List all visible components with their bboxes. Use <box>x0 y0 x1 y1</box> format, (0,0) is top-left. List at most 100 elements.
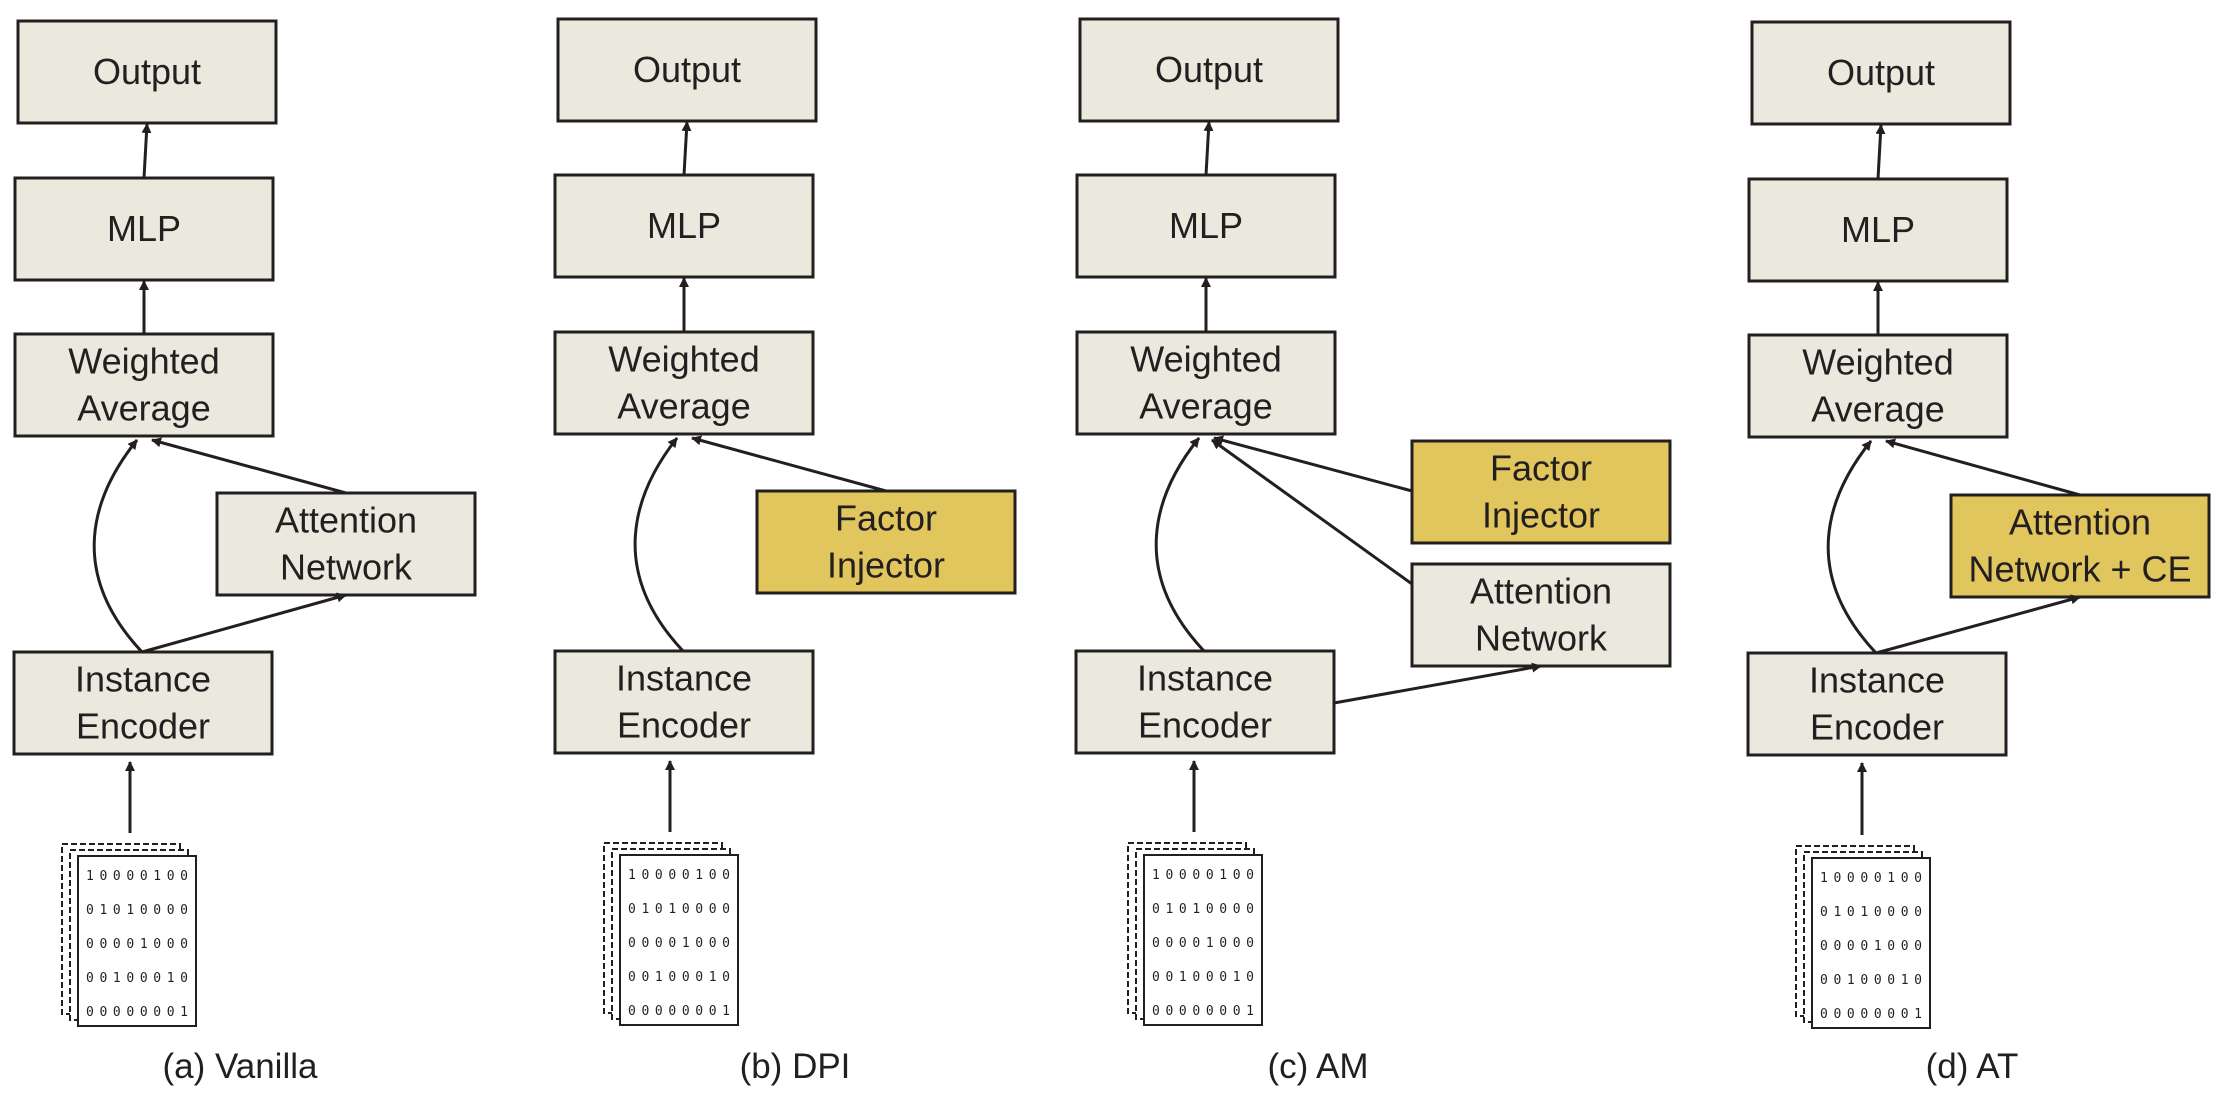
attention-network-label: Network <box>1475 618 1608 659</box>
factor-injector-rect <box>1410 439 1672 545</box>
arrow-encoder-to-weighted-average <box>1154 437 1206 653</box>
weighted-average-rect <box>1747 333 2009 439</box>
attention-network-ce-label: Network + CE <box>1968 549 2191 590</box>
output-rect <box>16 19 278 125</box>
arrow-encoder-to-attention-network <box>141 592 347 654</box>
instance-encoder-label: Encoder <box>76 706 210 747</box>
arrow-factor-injector-to-weighted-average <box>1213 435 1413 493</box>
mlp-rect <box>553 173 815 279</box>
output-rect <box>1750 20 2012 126</box>
output-box: Output <box>16 19 278 125</box>
mlp-box: MLP <box>1075 173 1337 279</box>
arrow-attention-network-to-weighted-average <box>151 437 347 495</box>
panel-caption: (c) AM <box>1267 1047 1368 1086</box>
arrow-mlp-to-output <box>1203 121 1214 176</box>
arrow-attention-network-to-weighted-average <box>1211 438 1413 586</box>
arrow-encoder-to-attention-network <box>1333 662 1542 705</box>
output-label: Output <box>93 51 201 92</box>
weighted-average-rect <box>553 330 815 436</box>
doc-sheet-front <box>619 854 739 1026</box>
weighted-average-label: Average <box>617 386 750 427</box>
output-label: Output <box>1155 49 1263 90</box>
arrow-mlp-to-output <box>681 121 692 176</box>
attention-network-rect <box>215 491 477 597</box>
instance-encoder-label: Instance <box>1809 660 1945 701</box>
arrow-encoder-to-attention-network-ce <box>1875 594 2081 655</box>
weighted-average-label: Weighted <box>608 339 759 380</box>
weighted-average-label: Average <box>1139 386 1272 427</box>
output-rect <box>1078 17 1340 123</box>
arrow-encoder-to-weighted-average <box>633 437 685 653</box>
instance-encoder-rect <box>1074 649 1336 755</box>
arrow-mlp-to-output <box>141 123 152 179</box>
weighted-average-label: Weighted <box>1130 339 1281 380</box>
instance-encoder-label: Instance <box>75 659 211 700</box>
arrow-mlp-to-output <box>1875 124 1886 180</box>
weighted-average-label: Average <box>77 388 210 429</box>
doc-sheet-front <box>1811 857 1931 1029</box>
output-rect <box>556 17 818 123</box>
arrow-attention-network-ce-to-weighted-average <box>1885 438 2081 497</box>
instance-encoder-label: Encoder <box>617 705 751 746</box>
mlp-box: MLP <box>553 173 815 279</box>
arrow-encoder-to-weighted-average <box>1826 440 1878 655</box>
panel-caption: (d) AT <box>1926 1047 2019 1086</box>
factor-injector-label: Factor <box>835 498 937 539</box>
output-label: Output <box>1827 52 1935 93</box>
mlp-label: MLP <box>107 208 181 249</box>
instance-encoder-label: Encoder <box>1138 705 1272 746</box>
attention-network-label: Network <box>280 547 413 588</box>
mlp-rect <box>1075 173 1337 279</box>
instance-encoder-rect <box>12 650 274 756</box>
weighted-average-label: Weighted <box>1802 342 1953 383</box>
attention-network-ce-label: Attention <box>2009 502 2151 543</box>
doc-sheet-front <box>1143 854 1263 1026</box>
weighted-average-rect <box>1075 330 1337 436</box>
instance-encoder-label: Encoder <box>1810 707 1944 748</box>
mlp-box: MLP <box>13 176 275 282</box>
panel-caption: (a) Vanilla <box>163 1047 319 1086</box>
weighted-average-label: Weighted <box>68 341 219 382</box>
attention-network-label: Attention <box>1470 571 1612 612</box>
instance-encoder-label: Instance <box>616 658 752 699</box>
mlp-label: MLP <box>647 205 721 246</box>
mlp-rect <box>1747 177 2009 283</box>
weighted-average-label: Average <box>1811 389 1944 430</box>
attention-network-label: Attention <box>275 500 417 541</box>
panel-caption: (b) DPI <box>740 1047 851 1086</box>
output-box: Output <box>1078 17 1340 123</box>
arrow-factor-injector-to-weighted-average <box>691 435 887 493</box>
instance-encoder-rect <box>553 649 815 755</box>
mlp-label: MLP <box>1841 209 1915 250</box>
output-box: Output <box>1750 20 2012 126</box>
mlp-label: MLP <box>1169 205 1243 246</box>
factor-injector-label: Injector <box>1482 495 1600 536</box>
doc-sheet-front <box>77 855 197 1027</box>
output-label: Output <box>633 49 741 90</box>
mlp-rect <box>13 176 275 282</box>
factor-injector-label: Factor <box>1490 448 1592 489</box>
instance-encoder-label: Instance <box>1137 658 1273 699</box>
